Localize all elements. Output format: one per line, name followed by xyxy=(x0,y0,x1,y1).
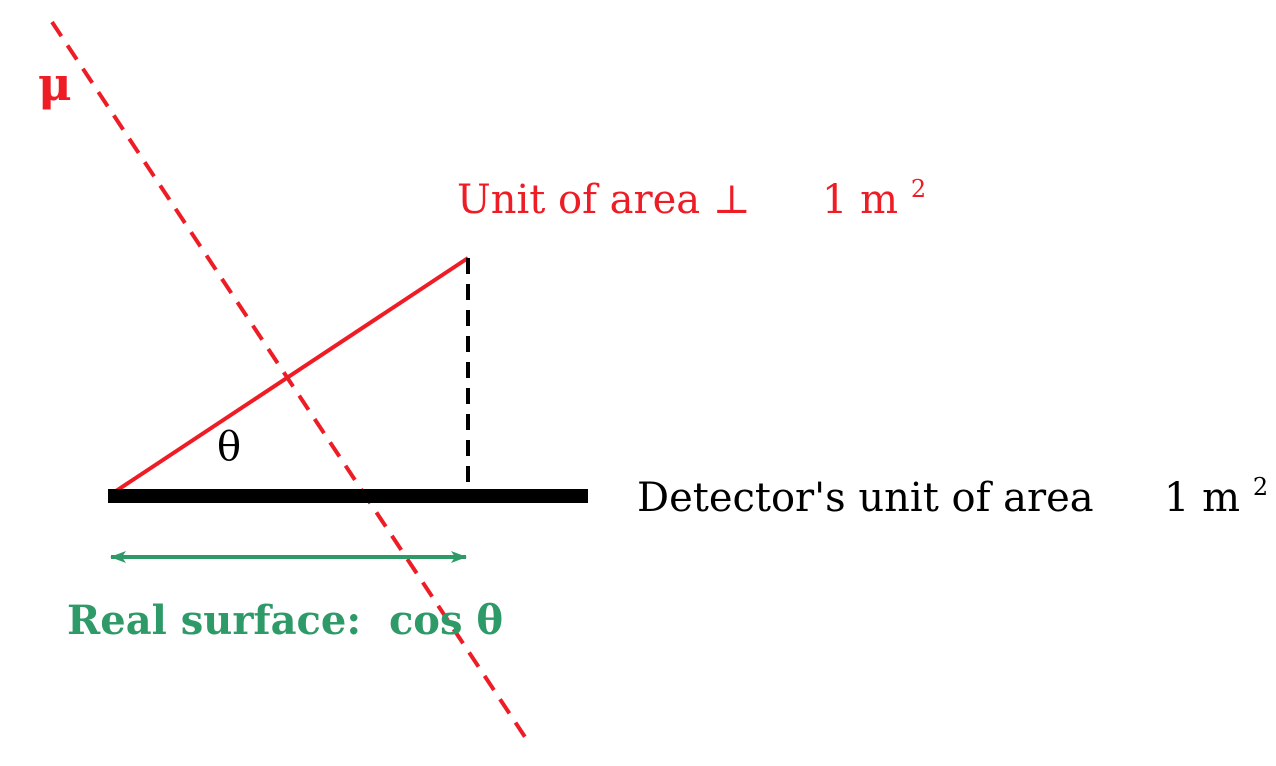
detector-area-label: Detector's unit of area 1 m 2 xyxy=(637,473,1268,521)
muon-trajectory-line xyxy=(50,20,529,742)
angle-theta-label: θ xyxy=(217,424,241,470)
detector-area-text: Detector's unit of area xyxy=(637,475,1094,521)
unit-area-text: Unit of area ⊥ xyxy=(457,177,750,223)
perpendicular-area-line xyxy=(108,256,470,497)
real-surface-label: Real surface: cos θ xyxy=(67,597,503,644)
detector-area-exponent: 2 xyxy=(1253,473,1268,501)
unit-area-exponent: 2 xyxy=(911,175,926,203)
unit-area-value: 1 m xyxy=(822,177,898,223)
detector-area-value: 1 m xyxy=(1164,475,1240,521)
unit-area-label: Unit of area ⊥ 1 m 2 xyxy=(457,175,926,223)
muon-label: μ xyxy=(38,57,72,111)
